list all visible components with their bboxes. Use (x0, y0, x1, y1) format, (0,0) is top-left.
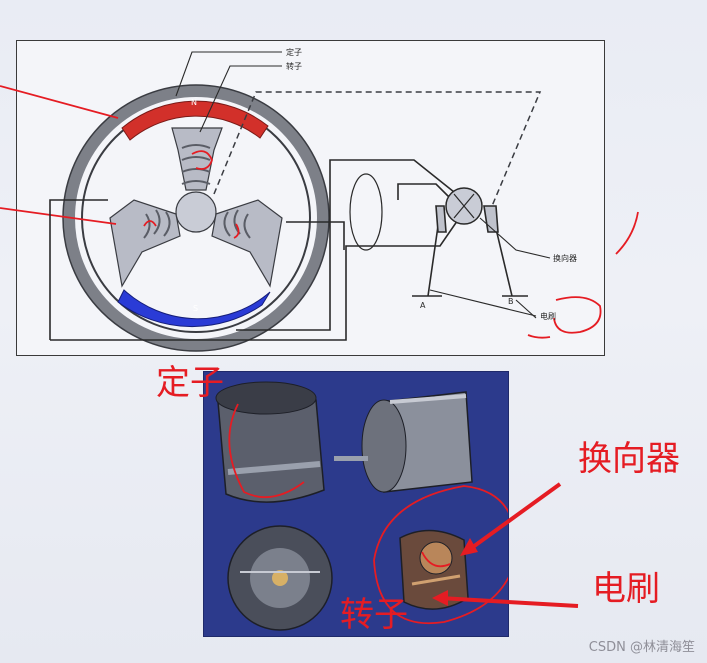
annotation-rotor: 转子 (340, 595, 408, 635)
brush-label: 电刷 (540, 312, 556, 321)
motor-parts-illustration (215, 381, 508, 631)
brush-arrow-shaft (439, 596, 579, 608)
terminal-b-label: B (508, 297, 514, 306)
commutator (445, 187, 483, 225)
photo-red-scribbles (228, 403, 508, 624)
commutator-arrow-shaft (464, 482, 562, 554)
coil-lead-dashed (213, 91, 542, 207)
stator-can (215, 381, 325, 503)
rotor-coils (143, 144, 251, 239)
red-scribbles (0, 85, 639, 339)
south-pole-label: S (193, 304, 199, 313)
end-cap (227, 525, 333, 631)
motor-parts-photo (203, 371, 509, 637)
assembled-motor (334, 391, 473, 493)
rotor-arms (109, 127, 283, 288)
commutator-label: 换向器 (553, 254, 577, 263)
brush-arrow-head (432, 590, 448, 606)
annotation-commutator: 换向器 (578, 439, 680, 479)
stator-label: 定子 (286, 48, 302, 57)
annotation-brush: 电刷 (592, 569, 660, 609)
wiring (49, 159, 463, 341)
label-leaders (175, 51, 551, 319)
csdn-watermark: CSDN @林清海笙 (588, 640, 695, 655)
north-pole-magnet (121, 100, 269, 141)
commutator-arrow-head (460, 538, 478, 556)
rotor-label: 转子 (286, 62, 302, 71)
north-pole-label: N (191, 98, 197, 107)
annotation-stator: 定子 (156, 363, 224, 403)
south-pole-magnet (117, 289, 271, 328)
terminal-a-label: A (420, 301, 426, 310)
